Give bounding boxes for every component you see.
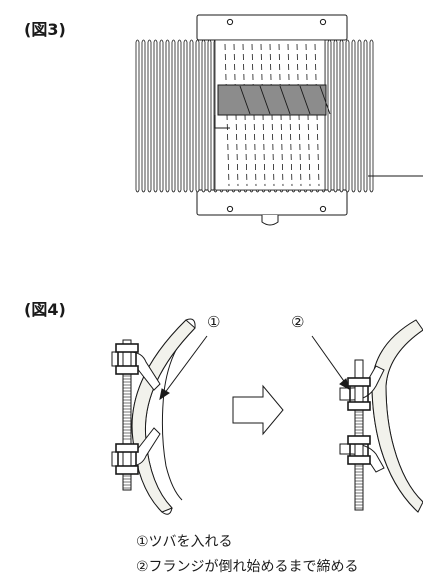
callout-2-arrowhead [339, 378, 350, 391]
pipe-rib [141, 39, 146, 193]
pipe-rib [201, 39, 206, 193]
pipe-rib [357, 39, 362, 193]
nut-lower-left [115, 365, 139, 375]
caption-step-1: ①ツバを入れる [136, 534, 233, 550]
bolt-hole-icon [226, 205, 234, 213]
pipe-face-left [131, 319, 196, 513]
nut-upper-left-2 [115, 443, 139, 453]
bolt-thread-right [355, 411, 363, 509]
pipe-rib [165, 39, 170, 193]
pipe-wall-inner2-left [161, 339, 183, 501]
tape-line [279, 85, 291, 115]
caption-step-2: ②フランジが倒れ始めるまで締める [136, 559, 359, 575]
bolt-thread-left [123, 375, 131, 489]
pipe-face-right [371, 319, 423, 513]
bolt-shank-right [354, 359, 364, 511]
callout-1: ① [207, 313, 220, 331]
pipe-rib [363, 39, 368, 193]
pipe-rib [195, 39, 200, 193]
nut-upper-right-2 [347, 435, 371, 445]
callout-1-leader [163, 335, 208, 395]
tape-line [299, 85, 311, 115]
figure-3-label: (図3) [24, 20, 66, 39]
pipe-rib [333, 39, 338, 193]
nut-upper-left [115, 343, 139, 353]
clamp-tab [261, 215, 279, 226]
tape-edge [214, 115, 230, 129]
nut-lower-left-2 [115, 465, 139, 475]
nut-lower-right-2 [347, 455, 371, 465]
pipe-rib [345, 39, 350, 193]
pipe-rib [189, 39, 194, 193]
pipe-rib [183, 39, 188, 193]
bolt-hole-icon [319, 18, 327, 26]
pipe-rib [177, 39, 182, 193]
figure-4-diagram [111, 318, 423, 515]
pipe-rib [369, 39, 374, 193]
transition-arrow-icon [232, 384, 284, 436]
pipe-rib [159, 39, 164, 193]
tape-line [319, 85, 331, 115]
pipe-break-left-bottom [161, 507, 173, 515]
nut-lower-right [347, 401, 371, 411]
callout-2-leader [311, 335, 347, 385]
pipe-rib [147, 39, 152, 193]
bolt-hole-icon [226, 18, 234, 26]
tape-wrap [217, 84, 327, 116]
callout-2: ② [291, 313, 304, 331]
pipe-rib [207, 39, 212, 193]
pipe-rib [327, 39, 332, 193]
pipe-rib [351, 39, 356, 193]
pipe-break-left [185, 318, 196, 329]
pipe-rib [135, 39, 140, 193]
callout-1-arrowhead [159, 388, 170, 401]
pipe-rib [339, 39, 344, 193]
clamp-top-plate [196, 14, 348, 41]
nut-upper-right [347, 377, 371, 387]
bolt-hole-icon [319, 205, 327, 213]
figure-4-label: (図4) [24, 300, 66, 319]
tape-wrap-lines [239, 85, 331, 115]
figure-3-diagram [135, 14, 423, 226]
tape-line [259, 85, 271, 115]
pipe-rib [171, 39, 176, 193]
tape-line [239, 85, 251, 115]
pipe-rib [153, 39, 158, 193]
